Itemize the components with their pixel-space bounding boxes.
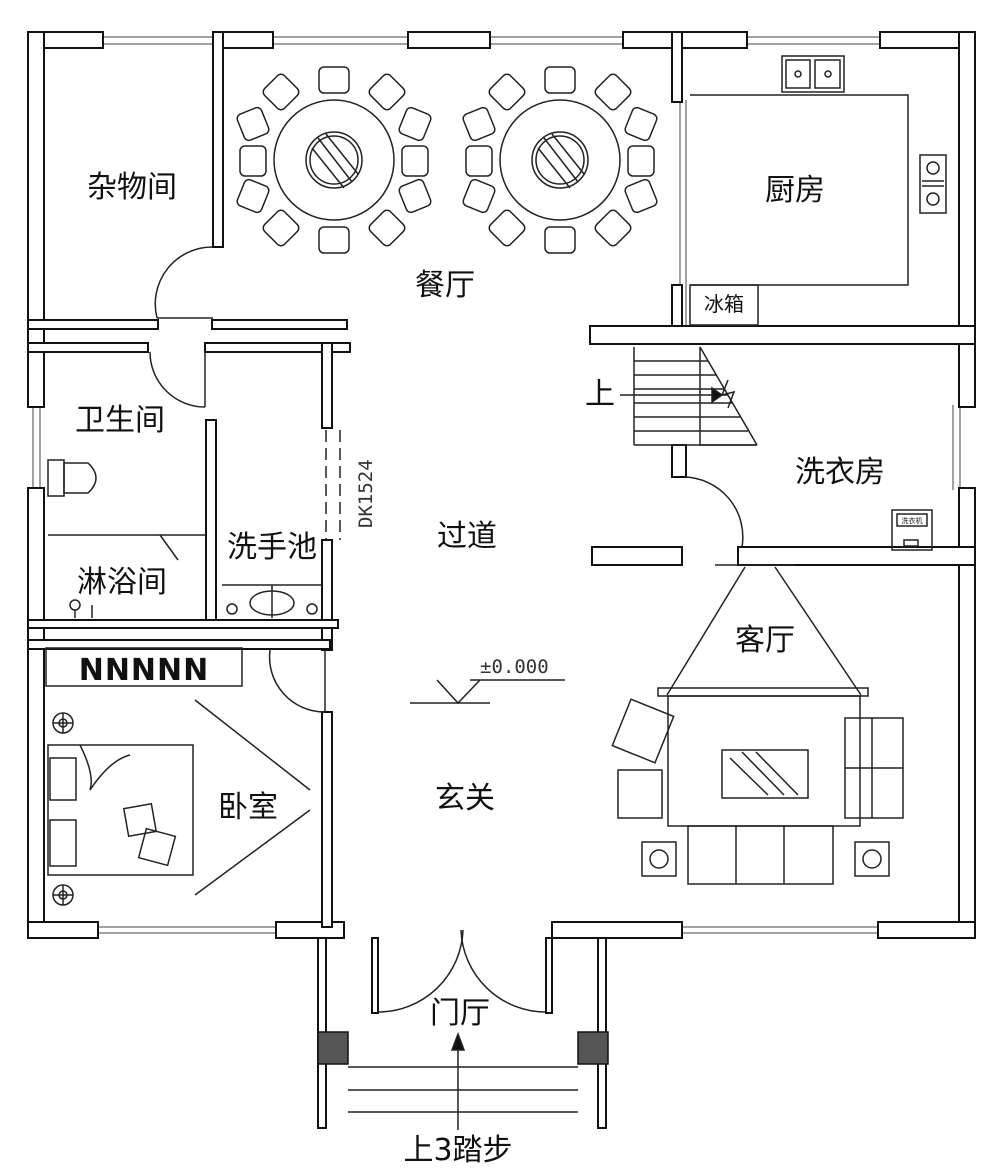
washing-machine bbox=[891, 509, 933, 551]
washbasin-fixture bbox=[222, 584, 322, 618]
room-label-storage: 杂物间 bbox=[87, 170, 177, 205]
nightstands bbox=[52, 712, 74, 906]
toilet bbox=[47, 459, 97, 497]
fridge-label: 冰箱 bbox=[704, 292, 744, 316]
room-label-bathroom: 卫生间 bbox=[75, 403, 165, 438]
bed bbox=[47, 699, 311, 896]
entry-steps bbox=[348, 1031, 578, 1130]
kitchen-counter bbox=[689, 94, 909, 326]
dining-table-right bbox=[462, 66, 658, 254]
room-label-laundry: 洗衣房 bbox=[795, 455, 885, 490]
room-label-bedroom: 卧室 bbox=[218, 790, 278, 825]
room-label-washbasin: 洗手池 bbox=[227, 530, 317, 565]
room-label-porch: 门厅 bbox=[430, 996, 490, 1031]
washer-tag: 洗衣机 bbox=[902, 516, 923, 525]
dining-table-left bbox=[236, 66, 432, 254]
room-label-kitchen: 厨房 bbox=[765, 173, 825, 208]
porch-pillars bbox=[317, 1031, 609, 1065]
walls bbox=[27, 31, 976, 1129]
kitchen-sink bbox=[781, 55, 845, 93]
windows bbox=[32, 36, 961, 934]
room-label-living: 客厅 bbox=[735, 623, 795, 658]
elevation-mark bbox=[410, 679, 565, 705]
doors bbox=[48, 246, 795, 1013]
shower-fixture bbox=[69, 599, 93, 618]
staircase bbox=[620, 346, 758, 446]
room-label-dining: 餐厅 bbox=[415, 268, 475, 303]
steps-label: 上3踏步 bbox=[403, 1133, 512, 1168]
room-label-foyer: 玄关 bbox=[435, 781, 495, 816]
living-room-furniture bbox=[611, 566, 904, 885]
elevation-label: ±0.000 bbox=[480, 656, 549, 678]
stair-up-label: 上 bbox=[585, 377, 615, 412]
wardrobe bbox=[45, 647, 243, 687]
room-label-shower: 淋浴间 bbox=[77, 565, 167, 600]
kitchen-stove bbox=[919, 154, 947, 214]
door-code-label: DK1524 bbox=[355, 459, 377, 528]
room-label-corridor: 过道 bbox=[437, 519, 497, 554]
wardrobe-label: NNNNN bbox=[79, 653, 210, 688]
